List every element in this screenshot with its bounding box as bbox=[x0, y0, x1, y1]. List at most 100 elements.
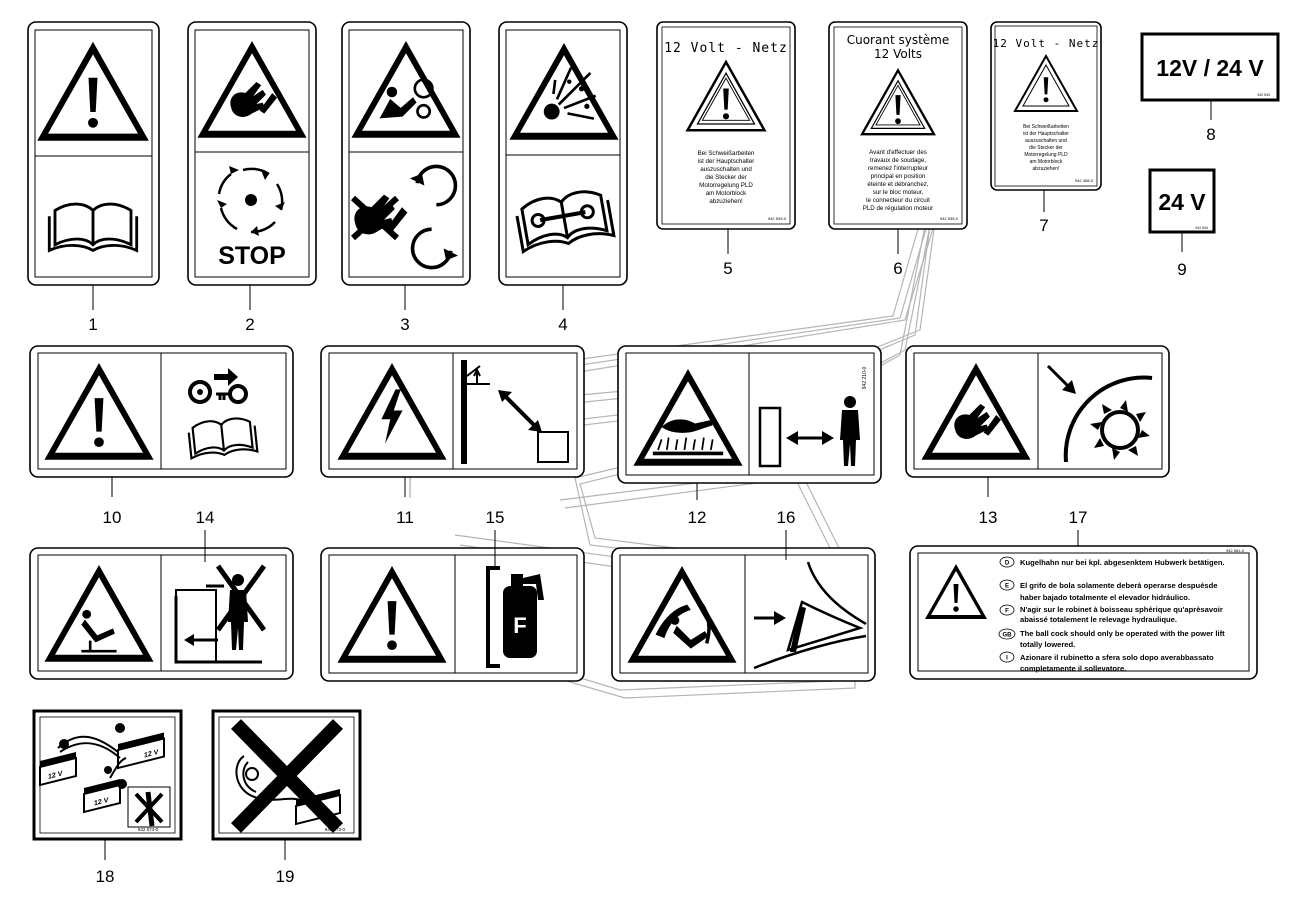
decal-14: 14 bbox=[29, 508, 294, 680]
closing-gap-icon bbox=[753, 561, 867, 670]
callout-11: 11 bbox=[396, 508, 414, 527]
decal-15: F 15 bbox=[320, 508, 585, 682]
svg-text:auszuschalten und: auszuschalten und bbox=[700, 166, 752, 173]
no-standing-icon bbox=[174, 564, 267, 664]
svg-text:remenez l'interrupteur: remenez l'interrupteur bbox=[868, 165, 928, 172]
svg-text:12 V: 12 V bbox=[144, 748, 159, 760]
callout-13: 13 bbox=[979, 508, 998, 527]
svg-text:942 210-0: 942 210-0 bbox=[862, 367, 868, 390]
svg-text:éteinte et débranchez,: éteinte et débranchez, bbox=[867, 181, 929, 188]
battery-disconnect-icon: 12 V 12 V 12 V 942 574-0 bbox=[39, 723, 171, 832]
decal-2: STOP 2 bbox=[187, 21, 317, 334]
svg-text:N'agir sur le robinet à boisse: N'agir sur le robinet à boisseau sphériq… bbox=[1020, 605, 1223, 614]
callout-18: 18 bbox=[96, 867, 115, 886]
callout-3: 3 bbox=[400, 315, 409, 334]
explosion-icon bbox=[543, 67, 597, 120]
key-remove-icon bbox=[188, 368, 248, 404]
svg-text:Motorregelung PLD: Motorregelung PLD bbox=[699, 182, 753, 189]
svg-text:Avant d'effectuer des: Avant d'effectuer des bbox=[869, 149, 927, 156]
hot-surface-icon bbox=[652, 419, 724, 456]
svg-text:Motorregelung PLD: Motorregelung PLD bbox=[1024, 152, 1068, 158]
callout-12: 12 bbox=[688, 508, 707, 527]
decal-6-text: Avant d'effectuer des travaux de soudage… bbox=[863, 149, 959, 221]
svg-text:abaissé totalement le relevage: abaissé totalement le relevage hydrauliq… bbox=[1020, 615, 1177, 624]
fire-extinguisher-icon: F bbox=[486, 566, 544, 668]
callout-1: 1 bbox=[88, 315, 97, 334]
decal-10: 10 bbox=[29, 345, 294, 527]
rotation-arrows-icon bbox=[217, 166, 285, 236]
decal-19: 942 573-0 19 bbox=[211, 709, 362, 886]
decal-18: 12 V 12 V 12 V 942 574-0 18 bbox=[32, 709, 183, 886]
svg-text:die Stecker der: die Stecker der bbox=[1029, 145, 1063, 151]
instruction-row-e: E El grifo de bola solamente deberá oper… bbox=[999, 579, 1218, 602]
keep-distance-icon bbox=[758, 396, 860, 468]
no-cable-icon: 942 573-0 bbox=[231, 719, 346, 833]
multilingual-instructions: D Kugelhahn nur bei kpl. abgesenktem Hub… bbox=[998, 556, 1225, 673]
callout-10: 10 bbox=[103, 508, 122, 527]
callout-19: 19 bbox=[276, 867, 295, 886]
svg-text:12 V: 12 V bbox=[48, 769, 63, 781]
decal-7-text: Bei Schweißarbeiten ist der Hauptschalte… bbox=[1023, 124, 1094, 183]
callout-6: 6 bbox=[893, 259, 902, 278]
svg-text:12 V: 12 V bbox=[94, 796, 109, 808]
callout-17: 17 bbox=[1069, 508, 1088, 527]
decal-4: 4 bbox=[498, 21, 628, 334]
voltage-12-24: 12V / 24 V bbox=[1156, 55, 1264, 81]
decal-8: 12V / 24 V 942 543 8 bbox=[1140, 32, 1280, 144]
svg-text:principal en position: principal en position bbox=[871, 173, 926, 180]
svg-text:die Stecker der: die Stecker der bbox=[705, 174, 747, 181]
lightning-icon bbox=[381, 389, 403, 444]
decal-6-title-2: 12 Volts bbox=[874, 47, 922, 61]
decal-11: 11 bbox=[320, 345, 585, 527]
decal-13: 13 bbox=[905, 345, 1170, 527]
svg-text:Kugelhahn nur bei kpl. abgesen: Kugelhahn nur bei kpl. abgesenktem Hubwe… bbox=[1020, 558, 1225, 567]
svg-text:Azionare il rubinetto a sfera: Azionare il rubinetto a sfera solo dopo … bbox=[1020, 653, 1214, 662]
decal-5: 12 Volt - Netz Bei Schweißarbeiten ist d… bbox=[656, 21, 796, 278]
svg-text:I: I bbox=[1006, 656, 1008, 662]
decal-5-text: Bei Schweißarbeiten ist der Hauptschalte… bbox=[698, 150, 787, 221]
svg-text:942 543: 942 543 bbox=[1257, 93, 1270, 97]
extinguisher-letter: F bbox=[513, 613, 526, 638]
svg-text:942 581-0: 942 581-0 bbox=[1226, 548, 1245, 553]
svg-text:am Motorblock: am Motorblock bbox=[706, 190, 747, 197]
crush-hazard-icon bbox=[655, 594, 711, 649]
fall-hazard-icon bbox=[81, 609, 117, 653]
svg-text:totally lowered.: totally lowered. bbox=[1020, 640, 1075, 649]
callout-4: 4 bbox=[558, 315, 567, 334]
svg-text:942 573-0: 942 573-0 bbox=[325, 827, 346, 832]
svg-text:le connecteur du circuit: le connecteur du circuit bbox=[866, 197, 930, 204]
svg-text:abzuziehen!: abzuziehen! bbox=[1033, 166, 1060, 172]
svg-text:942 535-0: 942 535-0 bbox=[940, 216, 959, 221]
instruction-row-d: D Kugelhahn nur bei kpl. abgesenktem Hub… bbox=[999, 556, 1225, 568]
decal-6-title-1: Cuorant système bbox=[847, 33, 950, 47]
svg-text:942 539-0: 942 539-0 bbox=[768, 216, 787, 221]
svg-text:E: E bbox=[1005, 584, 1009, 590]
svg-text:ist der Hauptschalter: ist der Hauptschalter bbox=[1023, 131, 1069, 137]
decal-16: 16 bbox=[611, 508, 876, 682]
svg-text:D: D bbox=[1005, 561, 1010, 567]
svg-text:completamente il sollevatore.: completamente il sollevatore. bbox=[1020, 664, 1126, 673]
no-hands-icon bbox=[350, 194, 408, 241]
decal-12: 942 210-0 12 bbox=[617, 345, 882, 527]
svg-text:GB: GB bbox=[1003, 633, 1013, 639]
decal-9: 24 V 942 544 9 bbox=[1148, 168, 1216, 279]
svg-text:942 458-0: 942 458-0 bbox=[1075, 178, 1094, 183]
instruction-row-f: N'agir sur le robinet à boisseau sphériq… bbox=[999, 604, 1223, 624]
svg-text:sur le bloc moteur,: sur le bloc moteur, bbox=[873, 189, 924, 196]
callout-5: 5 bbox=[723, 259, 732, 278]
svg-text:abzuziehen!: abzuziehen! bbox=[709, 198, 743, 205]
svg-text:ist der Hauptschalter: ist der Hauptschalter bbox=[698, 158, 755, 165]
callout-2: 2 bbox=[245, 315, 254, 334]
svg-text:The ball cock should only be o: The ball cock should only be operated wi… bbox=[1020, 629, 1225, 638]
decal-1: 1 bbox=[27, 21, 160, 334]
callout-15: 15 bbox=[486, 508, 505, 527]
svg-text:haber bajado totalmente el ele: haber bajado totalmente el elevador hidr… bbox=[1020, 593, 1190, 602]
decal-7-title: 12 Volt - Netz bbox=[993, 37, 1100, 50]
callout-16: 16 bbox=[777, 508, 796, 527]
decal-7: 12 Volt - Netz Bei Schweißarbeiten ist d… bbox=[990, 21, 1102, 235]
svg-text:Bei Schweißarbeiten: Bei Schweißarbeiten bbox=[1023, 124, 1069, 130]
svg-text:942 544: 942 544 bbox=[1195, 226, 1208, 230]
power-line-distance-icon bbox=[461, 360, 569, 464]
svg-text:travaux de soudage,: travaux de soudage, bbox=[870, 157, 926, 164]
